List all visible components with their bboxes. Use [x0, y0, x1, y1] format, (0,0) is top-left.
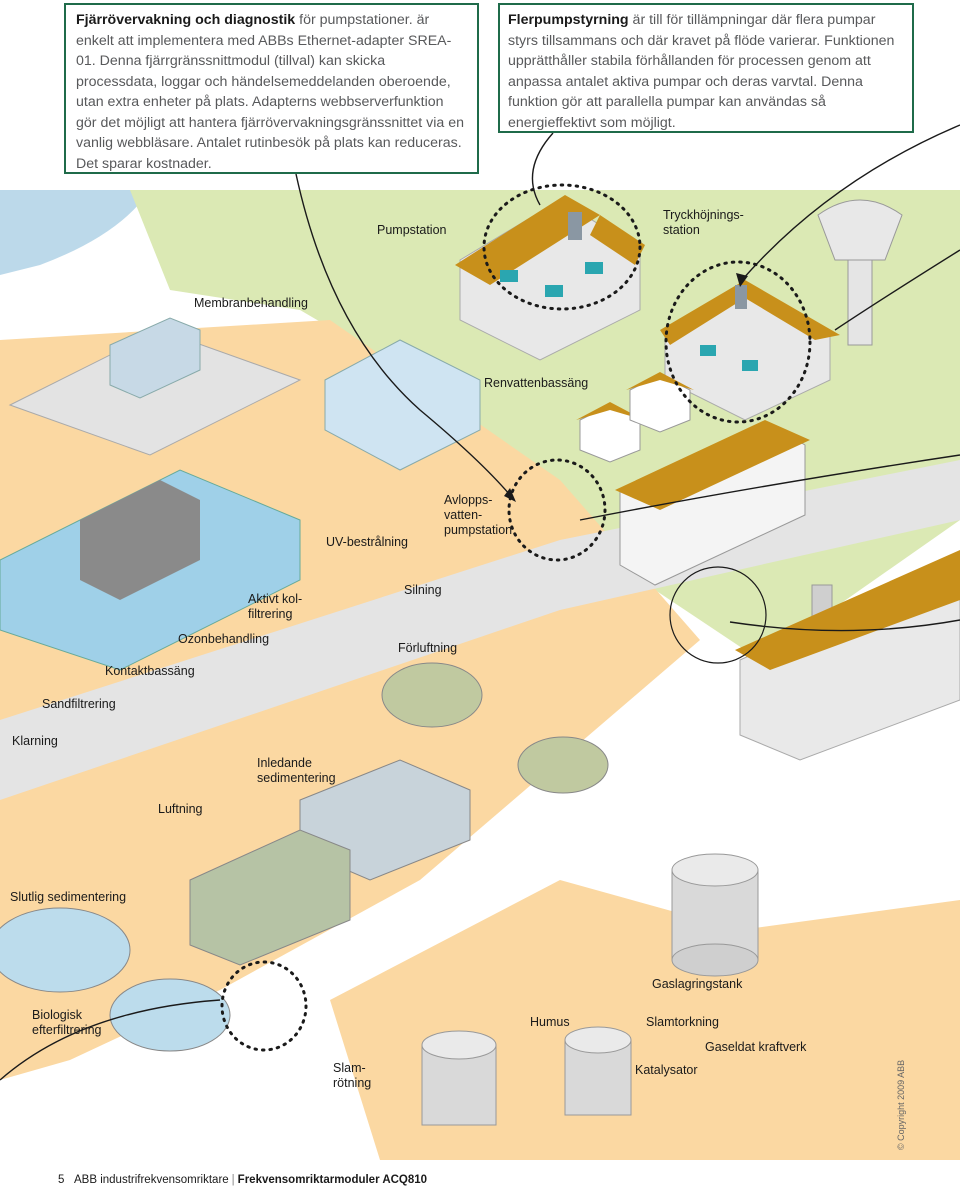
highlight-circle-avloppspumpstation	[507, 458, 607, 562]
label-inledande-sedimentering: Inledande sedimentering	[257, 756, 336, 785]
label-humus: Humus	[530, 1015, 570, 1029]
arrowhead-tryckhojning	[736, 273, 748, 287]
houses	[576, 372, 694, 463]
label-gaslagringstank: Gaslagringstank	[652, 977, 743, 991]
page-number: 5	[58, 1174, 65, 1186]
gas-storage-tank	[671, 853, 759, 977]
publication-name: ABB industrifrekvensomriktare	[74, 1174, 229, 1186]
pointer-left-callout	[295, 173, 511, 496]
pre-aeration-basin	[381, 662, 609, 794]
footer-separator: |	[231, 1174, 235, 1186]
label-sandfiltrering: Sandfiltrering	[42, 697, 116, 711]
label-membranbehandling: Membranbehandling	[194, 296, 308, 310]
pointer-right-callout	[531, 132, 554, 206]
lake	[0, 190, 150, 275]
label-slamtorkning: Slamtorkning	[646, 1015, 719, 1029]
treatment-tanks	[0, 469, 301, 671]
label-luftning: Luftning	[158, 802, 203, 816]
highlight-circle-pumpstation	[482, 183, 642, 311]
power-plant	[735, 550, 960, 761]
highlight-circle-biologisk	[220, 960, 308, 1052]
pumpstation-building	[455, 195, 645, 361]
sludge-digesters	[421, 1026, 632, 1126]
remote-monitoring-callout: Fjärrövervakning och diagnostik för pump…	[64, 3, 479, 174]
label-uv-bestralning: UV-bestrålning	[326, 535, 408, 549]
membrane-unit	[8, 317, 302, 456]
pointer-tryckhojning	[741, 124, 960, 281]
pointer-edge-1	[834, 249, 960, 331]
label-slutlig-sedimentering: Slutlig sedimentering	[10, 890, 127, 904]
label-biologisk-efterfiltrering: Biologisk efterfiltrering	[32, 1008, 102, 1037]
apartment-building	[615, 420, 810, 586]
pointer-edge-3	[729, 619, 960, 632]
multipump-callout: Flerpumpstyrning är till för tillämpning…	[498, 3, 914, 133]
callout-left-body: för pumpstationer. är enkelt att impleme…	[76, 12, 464, 172]
product-name: Frekvensomriktarmoduler ACQ810	[237, 1174, 428, 1186]
callout-right-body: är till för tillämpningar där flera pump…	[508, 12, 895, 131]
arrowhead-avlopps	[504, 488, 516, 502]
final-clarifiers	[0, 907, 231, 1052]
label-aktivt-kolfiltrering: Aktivt kol- filtrering	[248, 592, 303, 621]
tryckhojning-building	[660, 280, 840, 421]
label-avloppsvattenpumpstation: Avlopps- vatten- pumpstation	[444, 493, 513, 537]
label-forluftning: Förluftning	[398, 641, 458, 655]
pointer-biologisk	[0, 999, 221, 1081]
label-katalysator: Katalysator	[635, 1063, 698, 1077]
highlight-circle-tryckhojning	[664, 260, 812, 424]
label-klarning: Klarning	[12, 734, 58, 748]
label-silning: Silning	[404, 583, 442, 597]
label-ozonbehandling: Ozonbehandling	[178, 632, 270, 646]
clean-water-basin	[324, 339, 481, 471]
copyright-notice: © Copyright 2009 ABB	[896, 1059, 906, 1150]
pointer-edge-2	[579, 454, 960, 521]
water-tower	[817, 199, 903, 346]
circle-power-plant-pump	[669, 566, 767, 664]
label-kontaktbassang: Kontaktbassäng	[105, 664, 195, 678]
label-tryckhojningsstation: Tryckhöjnings- station	[663, 208, 744, 237]
callout-right-title: Flerpumpstyrning	[508, 12, 629, 28]
sedimentation-basins	[189, 759, 471, 966]
callout-left-title: Fjärrövervakning och diagnostik	[76, 12, 296, 28]
label-gaseldat-kraftverk: Gaseldat kraftverk	[705, 1040, 807, 1054]
label-slamrotning: Slam- rötning	[333, 1061, 372, 1090]
label-renvattenbassang: Renvattenbassäng	[484, 376, 589, 390]
label-pumpstation: Pumpstation	[377, 223, 447, 237]
page-footer: 5 ABB industrifrekvensomriktare|Frekvens…	[58, 1174, 427, 1186]
